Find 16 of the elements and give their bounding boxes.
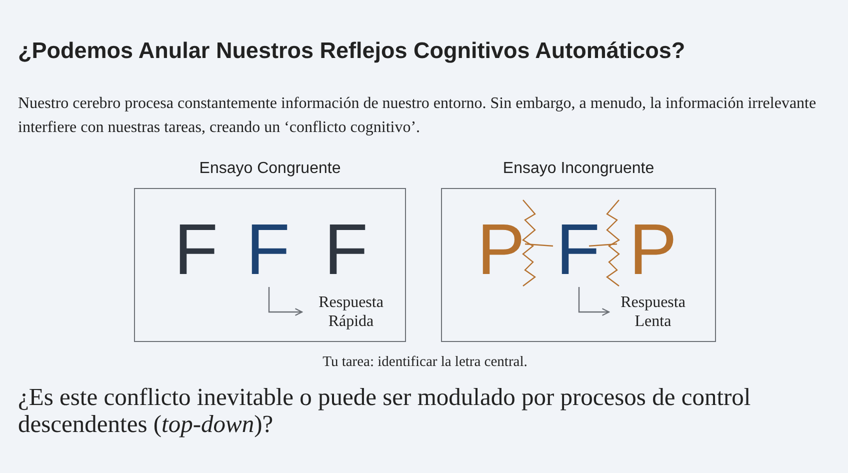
response-label: Respuesta Lenta	[613, 293, 693, 331]
response-label: Respuesta Rápida	[306, 293, 396, 331]
panel-heading: Ensayo Incongruente	[502, 160, 656, 178]
intro-paragraph: Nuestro cerebro procesa constantemente información de nuestro entorno. Sin embargo, a menudo, la información irrelevante interfiere con nuestras tareas, creando un ‘conflicto cognitivo’.	[18, 94, 818, 138]
stimulus-letter: P	[625, 214, 681, 286]
stimulus-letter: F	[551, 214, 605, 286]
arrow	[578, 287, 610, 316]
panel-heading: Ensayo Congruente	[198, 160, 342, 178]
stimulus-letter: P	[473, 214, 529, 286]
question-text: ¿Es este conflicto inevitable o puede ser modulado por procesos de control descendentes (top-down)?	[18, 384, 752, 438]
arrow	[268, 287, 303, 316]
stimulus-letter: F	[316, 214, 376, 286]
title: ¿Podemos Anular Nuestros Reflejos Cognitivos Automáticos?	[18, 38, 686, 64]
stimulus-letter: F	[166, 214, 226, 286]
task-note: Tu tarea: identificar la letra central.	[322, 353, 528, 371]
stimulus-letter: F	[238, 214, 298, 286]
